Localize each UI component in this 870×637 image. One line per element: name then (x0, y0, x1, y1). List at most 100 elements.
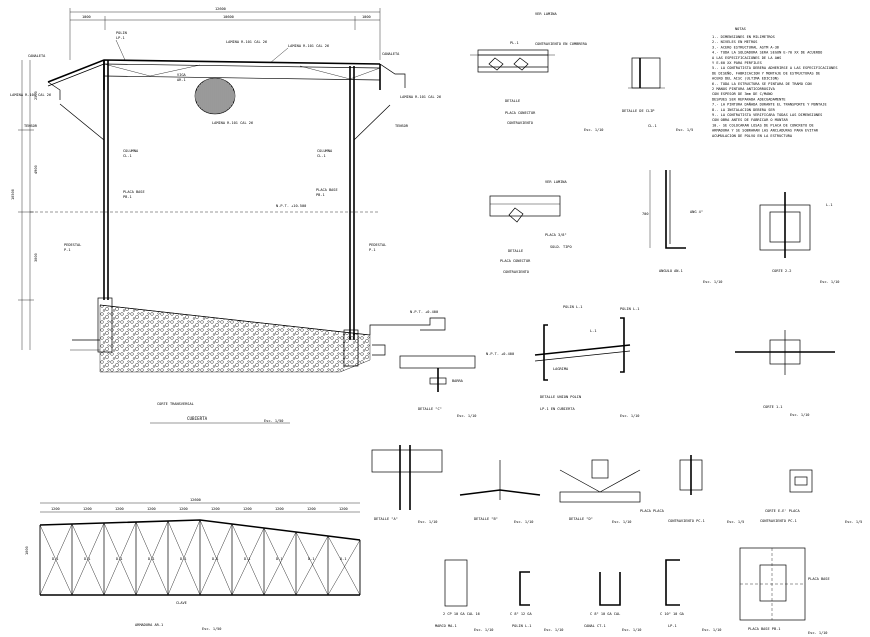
truss-segment-dim: 1200 (307, 507, 316, 511)
truss-segment-dim: 1200 (179, 507, 188, 511)
dA-scale: Esc. 1/10 (418, 520, 437, 524)
note-line: 8.- LA INSTALACION DEBERA SER (712, 108, 776, 112)
lp-label-b: POLIN L-1 (620, 307, 639, 311)
label-base-right-ref: PB-1 (316, 193, 325, 197)
truss-diagonal (263, 531, 297, 596)
section-caption-small: CORTE TRANSVERSAL (157, 402, 194, 406)
note-line: 5.- LA CONTRATISTA DEBERA ADHERIRSE A LA… (712, 66, 838, 70)
section-height-dim: 10500 (11, 189, 15, 200)
cut22-label: L-1 (826, 203, 833, 207)
label-purlin-ref: LP-1 (116, 36, 125, 40)
truss-diagonal (71, 522, 105, 596)
truss-diag-label: D-1 (116, 557, 123, 561)
c-scale: Esc. 1/10 (457, 414, 476, 418)
truss-diag-label: D-1 (308, 557, 315, 561)
pc-caption: PLACA PLACA (640, 509, 665, 513)
truss-diagonal (327, 539, 361, 596)
profile-l1-scale: Esc. 1/10 (544, 628, 563, 632)
gravel-fill (99, 304, 371, 373)
label-sheet-mid: LAMINA R-101 CAL 26 (212, 121, 253, 125)
d2-label-b: PLACA 3/8" (545, 233, 567, 237)
pp-caption: CORTE E-E' PLACA (765, 509, 800, 513)
pp-scale: Esc. 1/5 (845, 520, 862, 524)
c-label-b: N.P.T. +0.400 (486, 352, 514, 356)
label-sheet-right: LAMINA R-101 CAL 26 (400, 95, 441, 99)
truss-diagonal (39, 523, 73, 596)
truss-height-dim: 1000 (25, 546, 29, 555)
label-level: N.P.T. +10.500 (276, 204, 306, 208)
note-line: 2 MANOS PINTURA ANTICORROSIVA (712, 87, 776, 91)
label-gutter-left: CANALETA (28, 54, 46, 58)
label-ped-left-ref: P-1 (64, 248, 71, 252)
profile-lp1-caption: LP-1 (668, 624, 677, 628)
detail-b: DETALLE "B" Esc. 1/10 (459, 460, 541, 524)
truss-diagonal (295, 531, 329, 596)
c-caption: DETALLE "C" (418, 407, 442, 411)
detail-contraviento-1: VER LAMINA CONTRAVIENTO EN CUMBRERA PL-1… (470, 12, 603, 132)
profile-ct1-scale: Esc. 1/10 (622, 628, 641, 632)
profile-lp1-scale: Esc. 1/10 (702, 628, 721, 632)
profile-l1: C 8" 12 GA POLIN L-1 Esc. 1/10 (510, 571, 563, 632)
pc-scale: Esc. 1/5 (727, 520, 744, 524)
main-section-drawing: 12600 1000 10600 1000 (10, 7, 446, 424)
detail-lp-union: POLIN L-1 POLIN L-1 L-1 LAGRIMA DETALLE … (534, 305, 639, 418)
truss-segment-dim: 1200 (147, 507, 156, 511)
d1-sub: PLACA CONECTOR (505, 111, 536, 115)
label-ped-right-ref: P-1 (369, 248, 376, 252)
label-sheet-left: LAMINA R-101 CAL 26 (10, 93, 51, 97)
section-h-top: 2500 (34, 91, 38, 100)
vent-circle (194, 77, 236, 115)
truss-diagonal (263, 527, 297, 596)
truss-diagonal (135, 520, 169, 596)
detail-a: DETALLE "A" Esc. 1/10 (371, 445, 443, 524)
note-line: DE DISEÑO, FABRICACION Y MONTAJE DE ESTR… (712, 70, 820, 75)
d1-scale: Esc. 1/10 (584, 128, 603, 132)
lp-label-c: L-1 (590, 329, 597, 333)
section-caption: CUBIERTA (187, 416, 208, 421)
profile-ct1-caption: CANAL CT-1 (584, 624, 606, 628)
truss-diag-label: D-1 (148, 557, 155, 561)
profile-ct1-spec: C 8" 10 GA CAL (590, 612, 620, 616)
d2-caption: CONTRAVIENTO (503, 270, 529, 274)
detail-cut-11: CORTE 1-1 Esc. 1/10 (735, 330, 835, 417)
clip-title: DETALLE DE CLIP (622, 109, 654, 113)
truss-scale: Esc. 1/50 (202, 627, 221, 631)
truss-segment-dim: 1200 (243, 507, 252, 511)
angle-caption: ANGULO AN-1 (659, 269, 683, 273)
truss-caption: ARMADURA AR-1 (135, 623, 163, 627)
note-line: 9.- LA CONTRATISTA VERIFICARA TODAS LAS … (712, 113, 822, 117)
section-scale: Esc. 1/50 (264, 419, 283, 423)
profile-ma1-caption: MARCO MA-1 (435, 624, 457, 628)
note-line: 7.- LA PINTURA DAÑADA DURANTE EL TRANSPO… (712, 102, 827, 107)
truss-diag-label: D-1 (212, 557, 219, 561)
truss-bottom-note: CLAVE (176, 601, 187, 605)
angle-scale: Esc. 1/10 (703, 280, 722, 284)
d1-label-c: PL-1 (510, 41, 519, 45)
truss-diag-label: D-1 (244, 557, 251, 561)
note-line: CON ESPESOR DE 3mm DE C/MANO (712, 92, 773, 96)
truss-diagonal (167, 519, 201, 596)
c-label-a: BARRA (452, 379, 464, 383)
note-line: 2.- NIVELES EN METROS (712, 40, 757, 44)
profile-pb1-spec: PLACA BASE (808, 577, 830, 581)
label-col-left-ref: CL-1 (123, 154, 132, 158)
label-base-left: PLACA BASE (123, 190, 145, 194)
truss-diag-label: D-1 (52, 557, 59, 561)
section-h-upper: 4900 (34, 165, 38, 174)
profile-pb1-scale: Esc. 1/10 (808, 631, 827, 635)
label-truss-ref: AR-1 (177, 78, 186, 82)
note-line: DESPUES SER REPARADA ADECUADAMENTE (712, 97, 786, 101)
detail-cut-22: L-1 CORTE 2-2 Esc. 1/10 (759, 192, 839, 284)
lp-title: DETALLE UNION POLIN (540, 395, 581, 399)
cut22-scale: Esc. 1/10 (820, 280, 839, 284)
label-brace-left: TENSOR (24, 124, 38, 128)
note-line: 4.- TODA LA SOLDADURA SERA SEGUN E-70 XX… (712, 51, 822, 55)
section-total-dim: 12600 (215, 7, 226, 11)
dD-caption: DETALLE "D" (569, 517, 593, 521)
detail-contraviento-2: VER LAMINA PLACA 3/8" SOLD. TIPO DETALLE… (489, 180, 572, 274)
note-line: A LAS ESPECIFICACIONES DE LA AWS (712, 56, 781, 60)
note-line: 3.- ACERO ESTRUCTURAL ASTM A-36 (712, 45, 779, 49)
